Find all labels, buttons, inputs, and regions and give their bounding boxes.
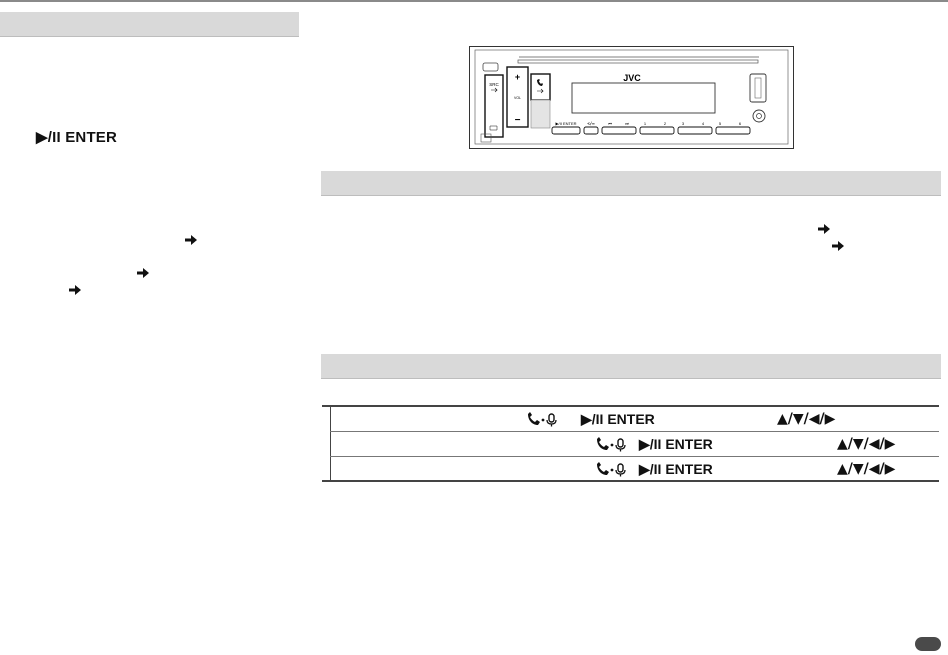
phone-icon bbox=[537, 79, 543, 86]
arrow-keys-label: ▲/▼/◀/▶ bbox=[777, 411, 836, 427]
arrow-right-icon bbox=[832, 241, 844, 251]
table-row: ▶/II ENTER ▲/▼/◀/▶ bbox=[322, 457, 939, 482]
section-header-2 bbox=[321, 354, 941, 379]
car-stereo-faceplate: JVC SRC + VOL − ▶/II ENTER ⟲/≡ ⏮ ⏭ 1 2 3… bbox=[469, 46, 794, 149]
phone-voice-icon bbox=[597, 437, 626, 452]
volume-up-label: + bbox=[515, 72, 520, 82]
device-preset-6-label: 6 bbox=[739, 121, 742, 126]
device-preset-4-label: 4 bbox=[702, 121, 705, 126]
arrow-keys-label: ▲/▼/◀/▶ bbox=[837, 461, 896, 477]
device-preset-1-label: 1 bbox=[644, 121, 647, 126]
table-row: ▶/II ENTER ▲/▼/◀/▶ bbox=[330, 432, 939, 457]
device-enter-label: ▶/II ENTER bbox=[555, 121, 576, 126]
device-preset-5-label: 5 bbox=[719, 121, 722, 126]
enter-key-label: ▶/II ENTER bbox=[581, 411, 655, 427]
section-header-1 bbox=[321, 171, 941, 196]
src-button-label: SRC bbox=[489, 82, 499, 87]
arrow-right-icon bbox=[185, 235, 197, 245]
left-section-header bbox=[0, 12, 299, 37]
device-brand-logo: JVC bbox=[623, 73, 641, 83]
device-preset-3-label: 3 bbox=[682, 121, 685, 126]
device-preset-2-label: 2 bbox=[664, 121, 667, 126]
table-top-rule bbox=[322, 405, 939, 407]
device-next-label: ⏭ bbox=[625, 121, 629, 126]
device-prev-label: ⏮ bbox=[608, 121, 612, 126]
table-row: ▶/II ENTER ▲/▼/◀/▶ bbox=[330, 407, 939, 432]
volume-down-label: − bbox=[515, 115, 521, 126]
media-icon bbox=[489, 125, 498, 131]
device-back-label: ⟲/≡ bbox=[587, 121, 595, 126]
arrow-keys-label: ▲/▼/◀/▶ bbox=[837, 436, 896, 452]
enter-button-label: ▶/II ENTER bbox=[36, 129, 118, 146]
page-language-badge bbox=[915, 637, 941, 651]
arrow-icon bbox=[491, 87, 498, 93]
phone-voice-icon bbox=[597, 462, 626, 477]
top-rule bbox=[0, 0, 948, 2]
arrow-right-icon bbox=[818, 224, 830, 234]
arrow-icon bbox=[537, 88, 544, 94]
enter-key-label: ▶/II ENTER bbox=[639, 461, 713, 477]
volume-label: VOL bbox=[514, 96, 521, 100]
arrow-right-icon bbox=[137, 268, 149, 278]
phone-voice-icon bbox=[528, 412, 557, 427]
enter-key-label: ▶/II ENTER bbox=[639, 436, 713, 452]
arrow-right-icon bbox=[69, 285, 81, 295]
